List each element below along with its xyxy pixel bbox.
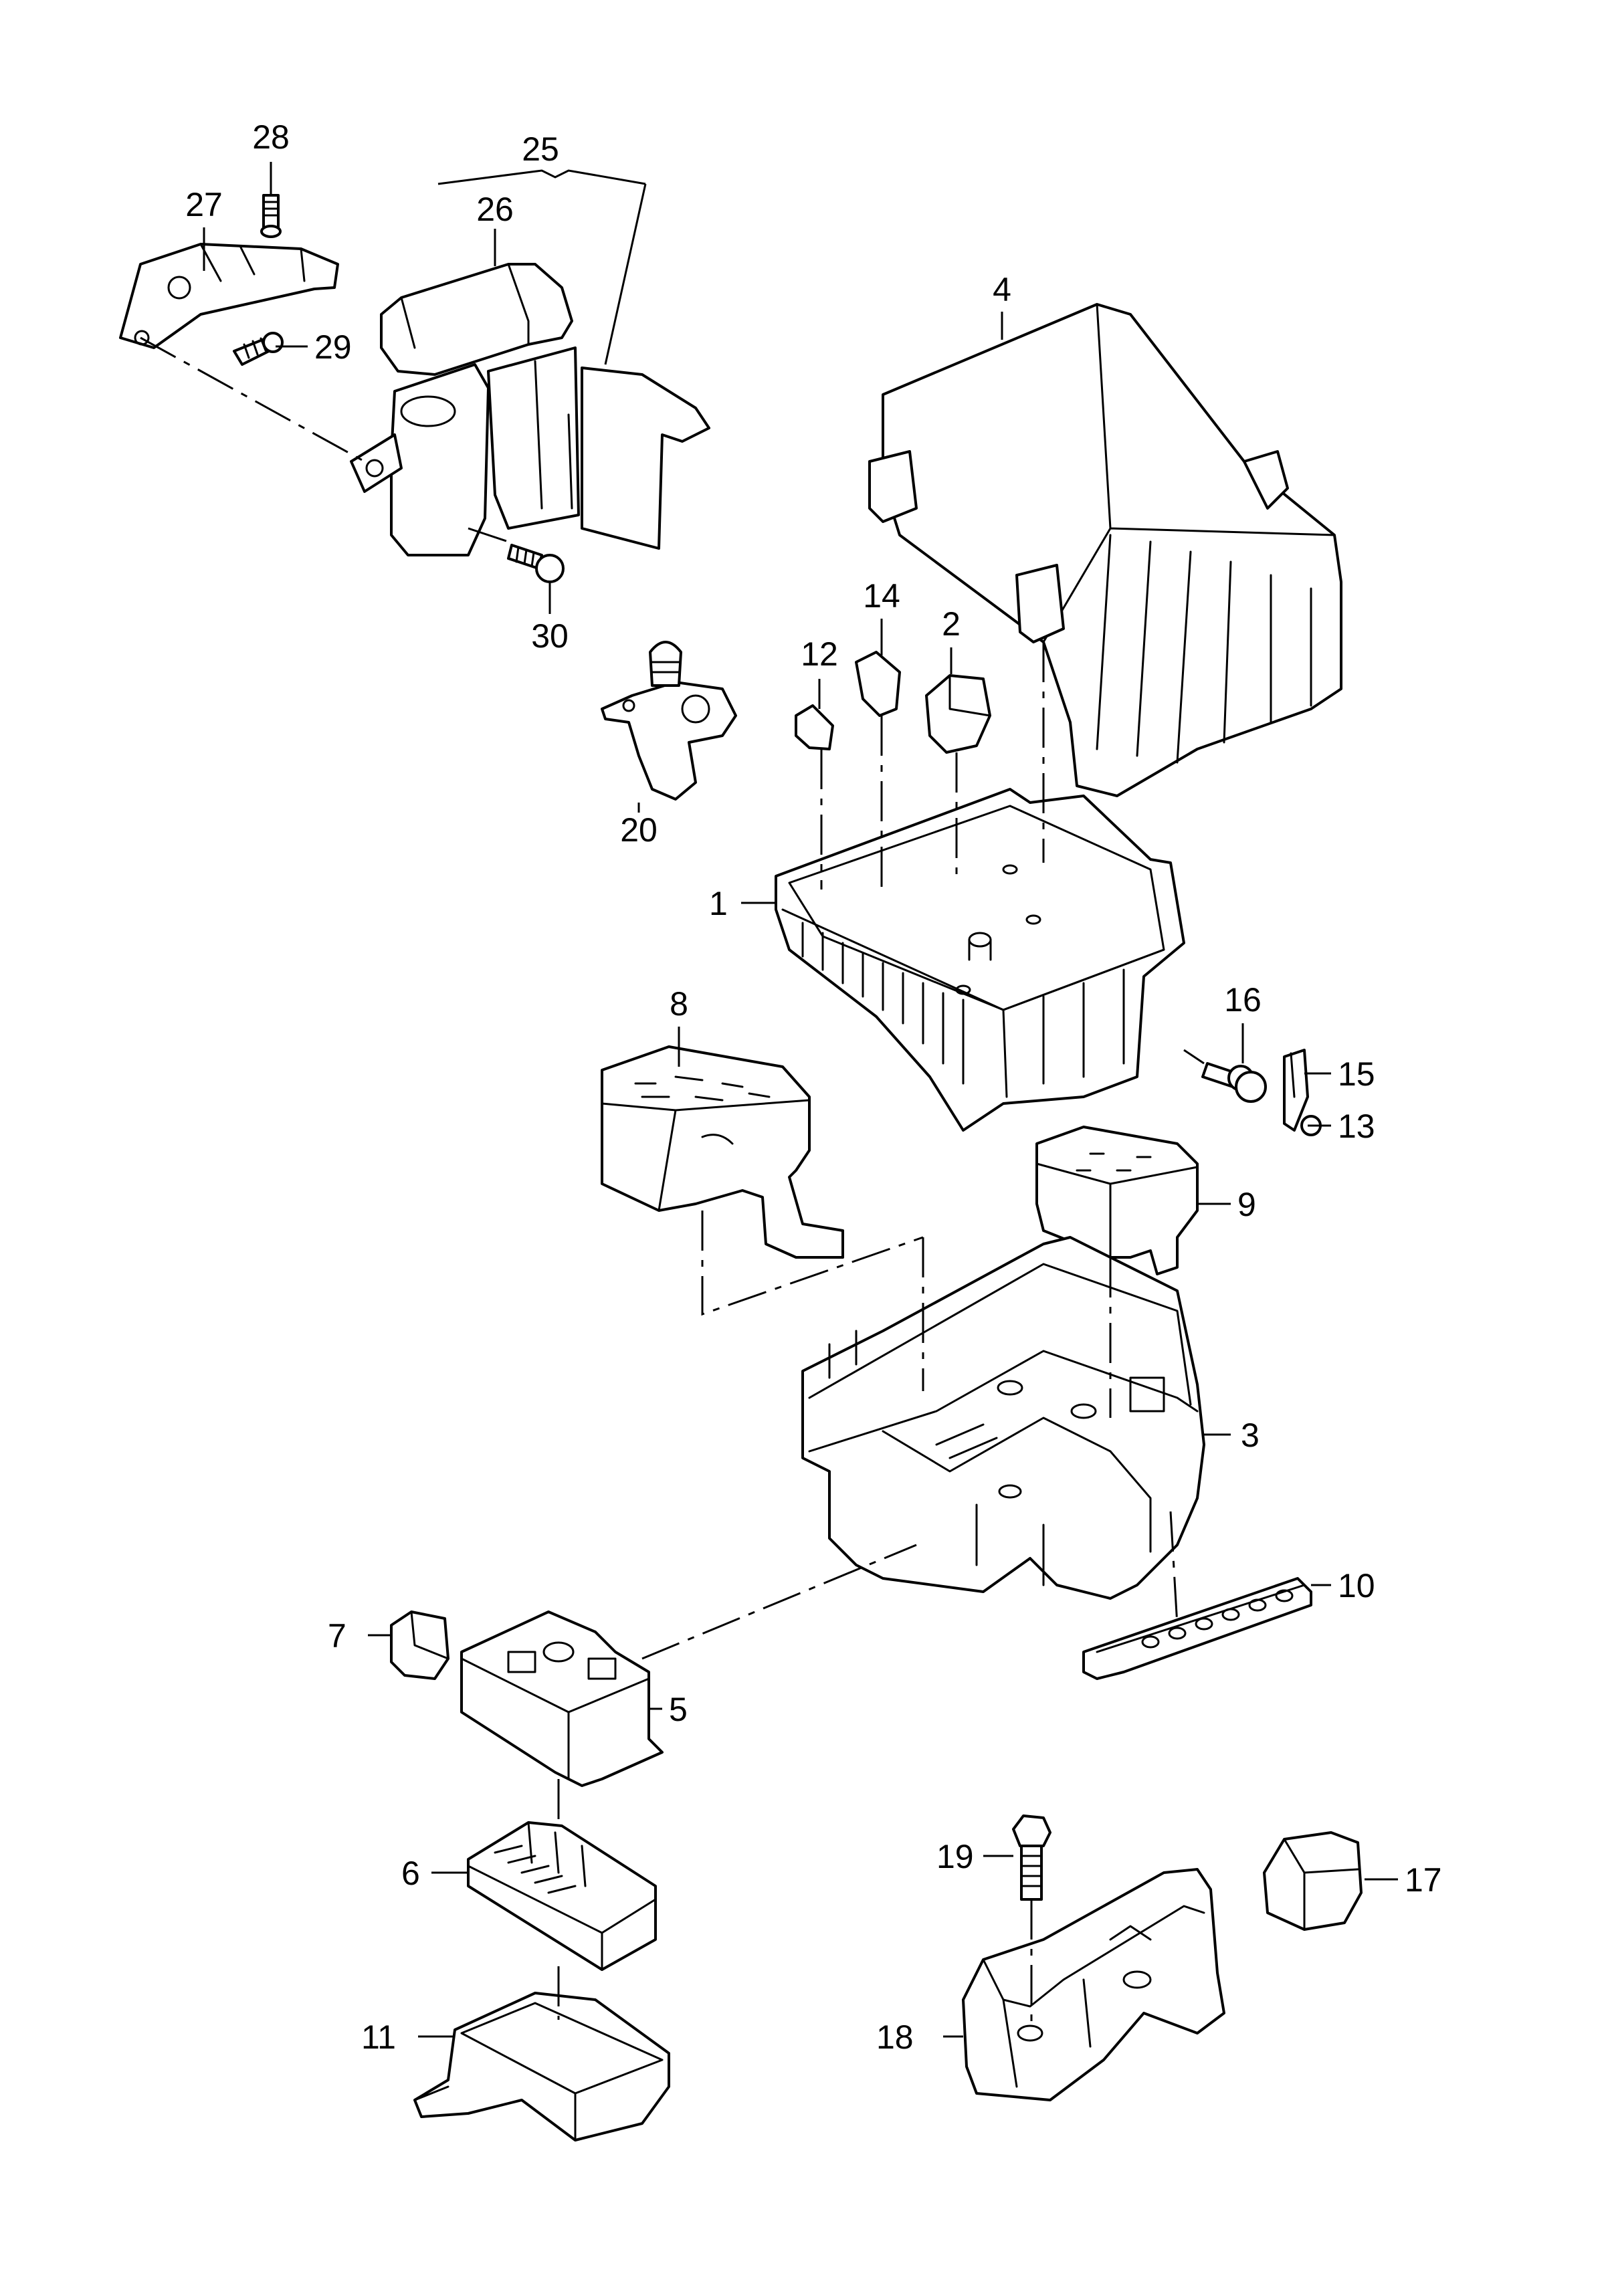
callout-labels: 1 2 3 4 5 6 7 8 9 10 11 12 13 14 15 16 1… xyxy=(185,118,1441,2056)
callout-20: 20 xyxy=(620,811,658,849)
part-7-relay xyxy=(390,1610,449,1680)
part-19-bolt xyxy=(1012,1814,1051,1901)
part-1-fuse-box xyxy=(775,788,1185,1132)
part-16-bolt xyxy=(1201,1062,1267,1103)
callout-7: 7 xyxy=(328,1617,346,1655)
part-29-screw xyxy=(233,332,284,366)
part-5-fuse-carrier xyxy=(460,1610,664,1787)
part-18-bracket xyxy=(962,1868,1225,2101)
part-15-bracket xyxy=(1283,1049,1309,1132)
part-4-cover xyxy=(868,303,1342,797)
callout-14: 14 xyxy=(863,577,900,615)
part-30-bolt xyxy=(507,544,565,583)
part-12-fuse xyxy=(795,704,834,750)
callout-10: 10 xyxy=(1338,1567,1375,1604)
callout-25: 25 xyxy=(522,130,559,168)
part-27-bracket xyxy=(119,243,339,349)
callout-30: 30 xyxy=(531,617,569,655)
callout-13: 13 xyxy=(1338,1108,1375,1145)
callout-3: 3 xyxy=(1241,1417,1260,1454)
callout-11: 11 xyxy=(361,2018,396,2056)
callout-27: 27 xyxy=(185,186,223,223)
part-11-housing xyxy=(413,1992,670,2142)
callout-19: 19 xyxy=(936,1838,974,1875)
part-10-connector-strip xyxy=(1082,1577,1312,1680)
leader-lines xyxy=(203,162,1398,2038)
callout-9: 9 xyxy=(1237,1186,1256,1223)
part-17-relay xyxy=(1263,1831,1363,1931)
callout-5: 5 xyxy=(669,1691,688,1728)
callout-15: 15 xyxy=(1338,1055,1375,1093)
part-3-carrier xyxy=(801,1236,1205,1600)
callout-4: 4 xyxy=(993,271,1011,308)
callout-12: 12 xyxy=(801,635,838,673)
part-14-fuse xyxy=(855,651,901,717)
part-26-fuse-cover xyxy=(380,263,573,376)
callout-29: 29 xyxy=(314,328,352,366)
callout-2: 2 xyxy=(942,605,961,643)
part-9-relay-box xyxy=(1035,1126,1199,1275)
callout-18: 18 xyxy=(876,2018,914,2056)
callout-28: 28 xyxy=(252,118,290,156)
callout-6: 6 xyxy=(401,1855,420,1892)
part-20-bracket xyxy=(601,641,737,801)
part-25-fuse-holder xyxy=(350,346,710,556)
callout-8: 8 xyxy=(670,985,688,1023)
assembly-lines xyxy=(140,336,1205,2026)
callout-16: 16 xyxy=(1224,981,1262,1019)
part-6-fuse-block xyxy=(467,1821,657,1971)
part-28-stud xyxy=(260,194,282,238)
callout-26: 26 xyxy=(476,191,514,228)
part-8-cover xyxy=(601,1045,844,1259)
callout-1: 1 xyxy=(709,885,728,922)
part-2-relay xyxy=(925,674,991,754)
callout-17: 17 xyxy=(1405,1861,1442,1899)
